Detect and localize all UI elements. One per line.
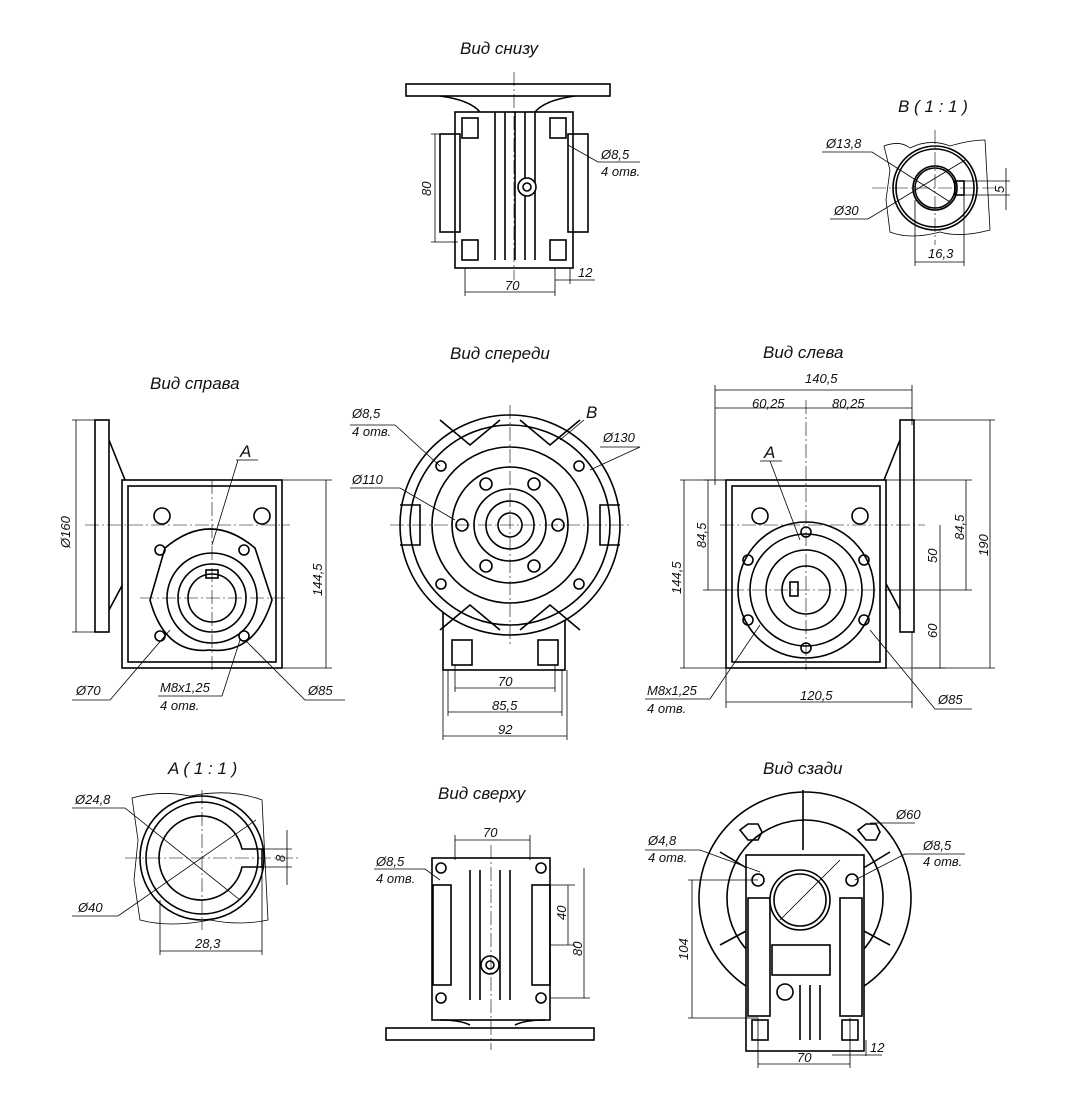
view-title: B ( 1 : 1 ) xyxy=(898,97,968,116)
dim-50: 50 xyxy=(925,548,940,563)
dim-70: 70 xyxy=(797,1050,812,1065)
dim-190: 190 xyxy=(976,534,991,556)
dim-84-5-left: 84,5 xyxy=(694,522,709,548)
d-85: Ø85 xyxy=(307,683,333,698)
dim-104: 104 xyxy=(676,938,691,960)
hole-small-label: Ø4,8 xyxy=(647,833,677,848)
d-85: Ø85 xyxy=(937,692,963,707)
hole-label: Ø8,5 xyxy=(351,406,381,421)
view-left: Вид слева 140,5 60,25 80,25 A 84,5 84,5 … xyxy=(645,343,995,716)
view-bottom: Вид снизу 80 70 12 Ø8,5 4 отв. xyxy=(405,39,640,296)
view-title: Вид сверху xyxy=(438,784,527,803)
dim-12: 12 xyxy=(870,1040,885,1055)
hole-count: 4 отв. xyxy=(376,871,415,886)
dim-120-5: 120,5 xyxy=(800,688,833,703)
dim-84-5-right: 84,5 xyxy=(952,514,967,540)
callout-a: A xyxy=(239,442,251,461)
view-title: A ( 1 : 1 ) xyxy=(167,759,237,778)
dim-80: 80 xyxy=(419,181,434,196)
dim-60-25: 60,25 xyxy=(752,396,785,411)
d-110: Ø110 xyxy=(351,472,384,487)
dim-140-5: 140,5 xyxy=(805,371,838,386)
dim-144-5: 144,5 xyxy=(310,563,325,596)
view-top: Вид сверху 70 Ø8,5 4 отв. 40 80 xyxy=(374,784,595,1050)
dim-144-5: 144,5 xyxy=(669,561,684,594)
view-title: Вид сзади xyxy=(763,759,843,778)
dim-60: 60 xyxy=(925,623,940,638)
hole-label: Ø8,5 xyxy=(922,838,952,853)
hole-count: 4 отв. xyxy=(601,164,640,179)
dim-85-5: 85,5 xyxy=(492,698,518,713)
d-inner: Ø24,8 xyxy=(74,792,111,807)
thread-label: M8x1,25 xyxy=(160,680,211,695)
d-outer: Ø30 xyxy=(833,203,859,218)
dim-80: 80 xyxy=(570,941,585,956)
hole-label: Ø8,5 xyxy=(600,147,630,162)
detail-b: B ( 1 : 1 ) Ø13,8 Ø30 5 16,3 xyxy=(822,97,1010,266)
dim-70: 70 xyxy=(483,825,498,840)
d-outer: Ø40 xyxy=(77,900,103,915)
dim-80-25: 80,25 xyxy=(832,396,865,411)
view-title: Вид спереди xyxy=(450,344,550,363)
dim-70: 70 xyxy=(505,278,520,293)
callout-b: B xyxy=(586,403,597,422)
dim-depth: 16,3 xyxy=(928,246,954,261)
view-right: Вид справа A Ø160 144,5 Ø70 M8x1,25 4 от… xyxy=(58,374,345,713)
d-inner: Ø13,8 xyxy=(825,136,862,151)
dim-key: 5 xyxy=(992,185,1007,193)
hole-label: Ø8,5 xyxy=(375,854,405,869)
dim-92: 92 xyxy=(498,722,513,737)
view-title: Вид справа xyxy=(150,374,240,393)
hole-small-count: 4 отв. xyxy=(648,850,687,865)
detail-a: A ( 1 : 1 ) Ø24,8 Ø40 8 28,3 xyxy=(72,759,300,955)
view-rear: Вид сзади Ø60 Ø4,8 4 отв. Ø8,5 4 отв. 10… xyxy=(645,759,965,1068)
dim-12: 12 xyxy=(578,265,593,280)
dim-key: 8 xyxy=(273,854,288,862)
hole-count: 4 отв. xyxy=(352,424,391,439)
thread-count: 4 отв. xyxy=(160,698,199,713)
callout-a: A xyxy=(763,443,775,462)
dim-40: 40 xyxy=(554,905,569,920)
view-front: Вид спереди Ø8,5 4 отв. B Ø130 Ø110 70 8… xyxy=(350,344,641,740)
view-title: Вид слева xyxy=(763,343,843,362)
d-160: Ø160 xyxy=(58,515,73,549)
thread-label: M8x1,25 xyxy=(647,683,698,698)
dim-depth: 28,3 xyxy=(194,936,221,951)
d-60: Ø60 xyxy=(895,807,921,822)
d-70: Ø70 xyxy=(75,683,101,698)
dim-70: 70 xyxy=(498,674,513,689)
hole-count: 4 отв. xyxy=(923,854,962,869)
view-title: Вид снизу xyxy=(460,39,540,58)
thread-count: 4 отв. xyxy=(647,701,686,716)
d-130: Ø130 xyxy=(602,430,636,445)
